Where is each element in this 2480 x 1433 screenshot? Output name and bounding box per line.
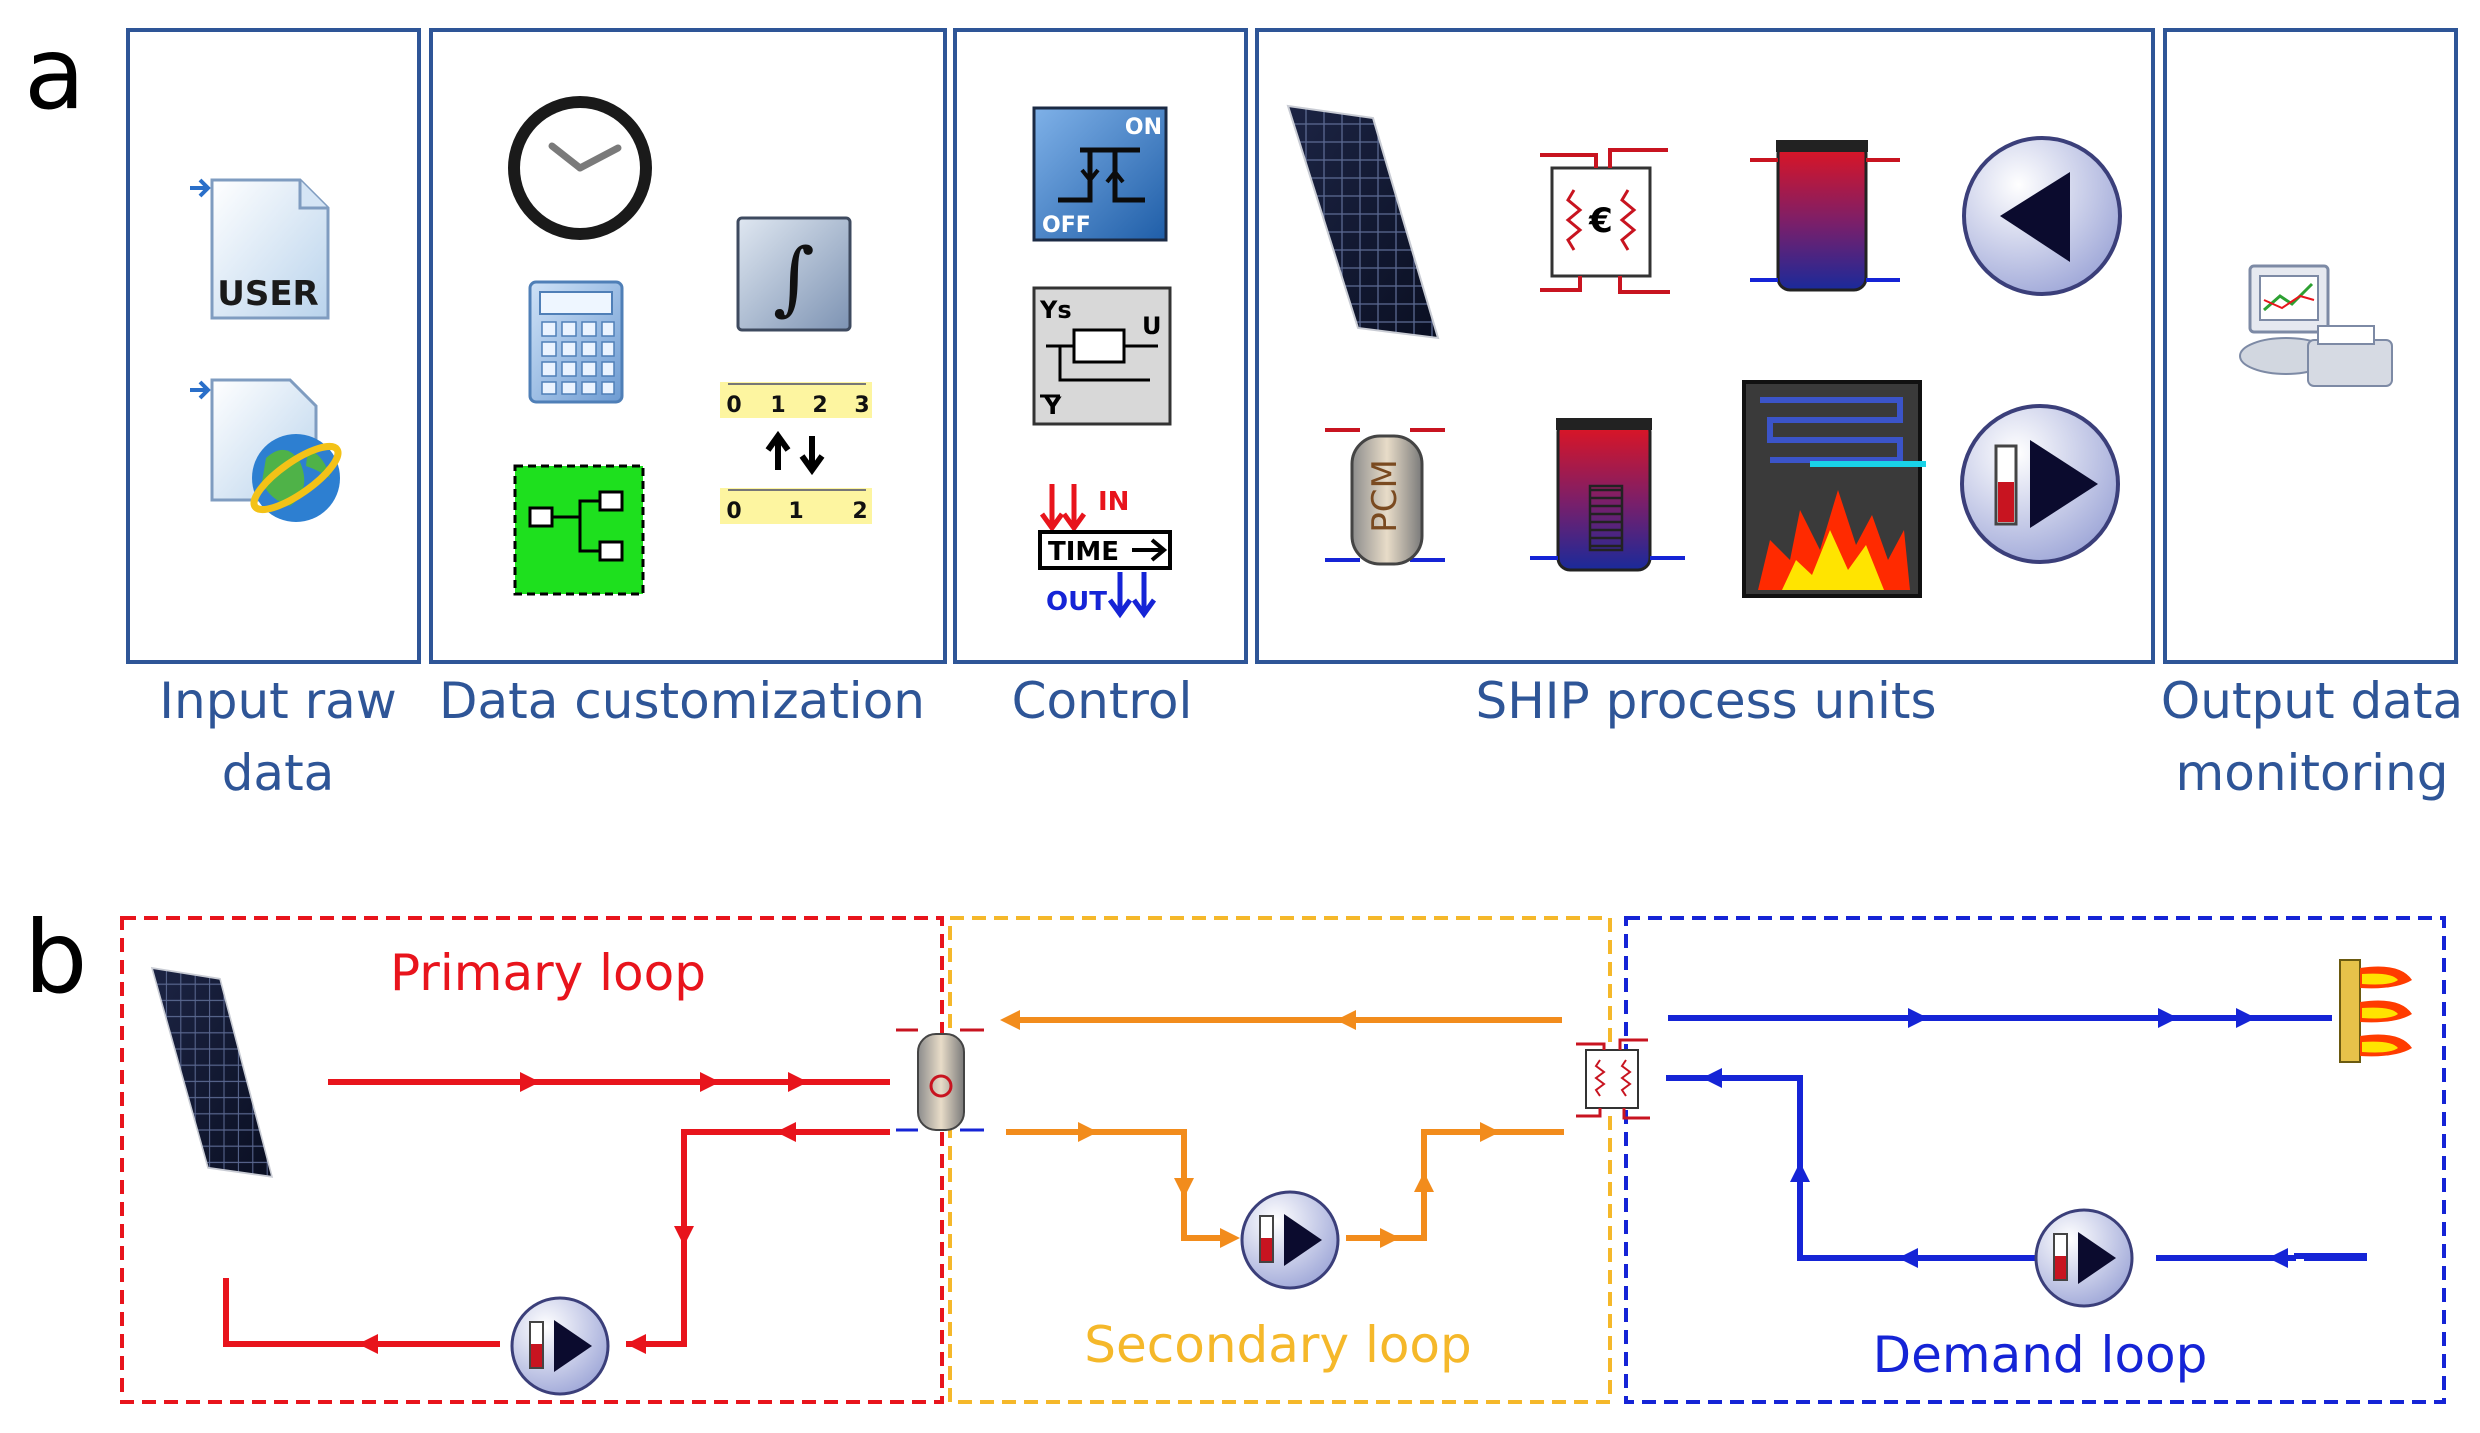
switch-off-text: OFF bbox=[1042, 213, 1091, 238]
label-ship-process-units: SHIP process units bbox=[1475, 672, 1936, 730]
secondary-loop-box bbox=[948, 916, 1612, 1404]
ruler-bottom-1: 1 bbox=[788, 499, 803, 524]
ruler-top-3: 3 bbox=[854, 393, 869, 418]
web-file-icon bbox=[190, 378, 342, 522]
user-file-icon: USER bbox=[190, 178, 330, 320]
on-off-switch-icon: ON OFF bbox=[1032, 106, 1168, 242]
user-file-text: USER bbox=[217, 274, 319, 314]
demand-loop-pipes bbox=[1666, 1015, 2367, 1261]
controller-y-text: Y bbox=[1043, 392, 1062, 420]
calculator-icon bbox=[528, 280, 624, 404]
integral-icon: ∫ bbox=[736, 216, 852, 332]
label-input-raw-data-1: Input raw bbox=[159, 672, 396, 730]
ruler-scale-icon: 0 1 2 3 0 1 2 bbox=[720, 382, 872, 524]
clock-icon bbox=[508, 96, 652, 240]
svg-text:∫: ∫ bbox=[773, 231, 815, 324]
box-output-data-monitoring bbox=[2163, 28, 2458, 664]
coil-tank-icon bbox=[1530, 418, 1685, 572]
data-tree-icon bbox=[513, 464, 645, 596]
heat-exchanger-icon bbox=[1576, 1038, 1650, 1120]
primary-loop-label: Primary loop bbox=[390, 944, 706, 1002]
time-label-text: TIME bbox=[1048, 537, 1119, 567]
demand-loop-box bbox=[1624, 916, 2446, 1404]
demand-loop-arrows bbox=[1702, 1008, 2288, 1268]
pcm-text: PCM bbox=[1365, 459, 1405, 533]
ruler-bottom-2: 2 bbox=[852, 499, 867, 524]
pump-icon bbox=[510, 1296, 610, 1396]
label-output-data-1: Output data bbox=[2161, 672, 2463, 730]
solar-panel-icon bbox=[1287, 105, 1439, 339]
box-control bbox=[953, 28, 1248, 664]
variable-pump-icon bbox=[1960, 404, 2120, 564]
switch-on-text: ON bbox=[1125, 115, 1162, 140]
monitor-printer-icon bbox=[2239, 264, 2393, 387]
primary-loop-arrows bbox=[358, 1072, 808, 1354]
heat-exchanger-text: € bbox=[1588, 201, 1613, 241]
box-input-raw-data bbox=[126, 28, 421, 664]
pcm-storage-icon: PCM bbox=[1325, 428, 1445, 566]
controller-u-text: U bbox=[1142, 312, 1162, 340]
box-ship-process-units bbox=[1255, 28, 2155, 664]
panel-a-letter: a bbox=[24, 15, 85, 132]
time-delay-icon: IN TIME OUT bbox=[1038, 484, 1172, 619]
heat-demand-icon bbox=[2339, 959, 2412, 1063]
panel-b-letter: b bbox=[24, 899, 87, 1016]
ruler-top-0: 0 bbox=[726, 393, 741, 418]
primary-loop-box bbox=[120, 916, 944, 1404]
pump-icon bbox=[1962, 136, 2122, 296]
ruler-bottom-0: 0 bbox=[726, 499, 741, 524]
label-input-raw-data-2: data bbox=[222, 744, 335, 802]
box-data-customization bbox=[429, 28, 947, 664]
pump-icon bbox=[1240, 1190, 1340, 1290]
controller-icon: Ys U Y bbox=[1032, 286, 1172, 426]
time-out-text: OUT bbox=[1046, 587, 1107, 617]
pump-icon bbox=[2034, 1208, 2134, 1308]
boiler-icon bbox=[1742, 380, 1926, 598]
secondary-loop-arrows bbox=[1000, 1010, 1500, 1248]
ruler-top-1: 1 bbox=[770, 393, 785, 418]
pcm-storage-icon bbox=[896, 1028, 984, 1132]
secondary-loop-label: Secondary loop bbox=[1084, 1316, 1472, 1374]
demand-loop-label: Demand loop bbox=[1873, 1326, 2208, 1384]
ruler-top-2: 2 bbox=[812, 393, 827, 418]
time-in-text: IN bbox=[1098, 487, 1129, 517]
label-control: Control bbox=[1012, 672, 1193, 730]
storage-tank-icon bbox=[1750, 140, 1900, 292]
label-output-data-2: monitoring bbox=[2176, 744, 2449, 802]
label-data-customization: Data customization bbox=[439, 672, 925, 730]
heat-exchanger-icon: € bbox=[1540, 148, 1670, 294]
controller-ys-text: Ys bbox=[1039, 296, 1072, 324]
solar-panel-icon bbox=[151, 967, 273, 1178]
